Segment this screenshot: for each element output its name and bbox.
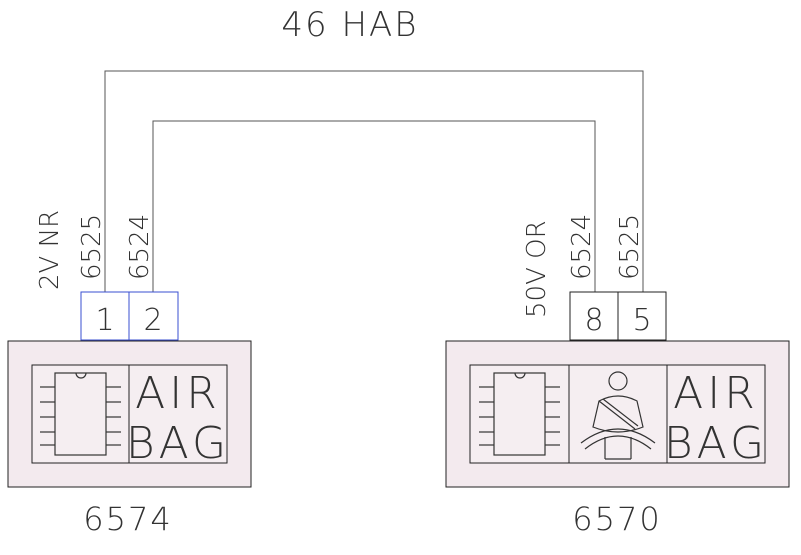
right-wire-color-label: 50V OR	[522, 220, 552, 318]
right-airbag-panel	[666, 364, 766, 464]
ecu-chip-icon	[479, 372, 560, 456]
right-seatbelt-panel	[568, 364, 668, 464]
harness-label: 46 HAB	[281, 5, 418, 45]
ecu-chip-icon	[40, 372, 121, 456]
seatbelt-person-icon	[580, 371, 656, 460]
left-pin-number-2: 2	[143, 303, 162, 338]
right-chip-panel	[469, 364, 570, 464]
right-pin-box-8	[569, 291, 619, 341]
right-airbag-label-line1: AIR	[673, 368, 759, 419]
right-wire-number-8: 6524	[567, 214, 597, 280]
wire-6524	[152, 120, 596, 292]
left-wire-number-2: 6524	[125, 214, 155, 280]
left-pin-number-1: 1	[95, 303, 114, 338]
left-airbag-label-line2: BAG	[126, 418, 230, 469]
right-airbag-label-line2: BAG	[664, 418, 768, 469]
left-pin-box-2	[128, 291, 179, 341]
left-airbag-label-line1: AIR	[135, 368, 221, 419]
left-airbag-panel	[128, 364, 228, 464]
right-module-id: 6570	[572, 500, 661, 538]
left-module-id: 6574	[83, 500, 172, 538]
connector-left: 2V NR 6525 6524 1 2 AIR BAG	[7, 210, 252, 538]
left-wire-color-label: 2V NR	[35, 210, 65, 290]
connector-right: 50V OR 6524 6525 8 5	[445, 214, 790, 538]
right-pin-number-8: 8	[584, 303, 603, 338]
left-chip-panel	[31, 364, 130, 464]
wire-6525	[104, 70, 644, 292]
right-pin-box-5	[617, 291, 667, 341]
right-pin-number-5: 5	[632, 303, 651, 338]
right-wire-number-5: 6525	[615, 214, 645, 280]
left-wire-number-1: 6525	[77, 214, 107, 280]
